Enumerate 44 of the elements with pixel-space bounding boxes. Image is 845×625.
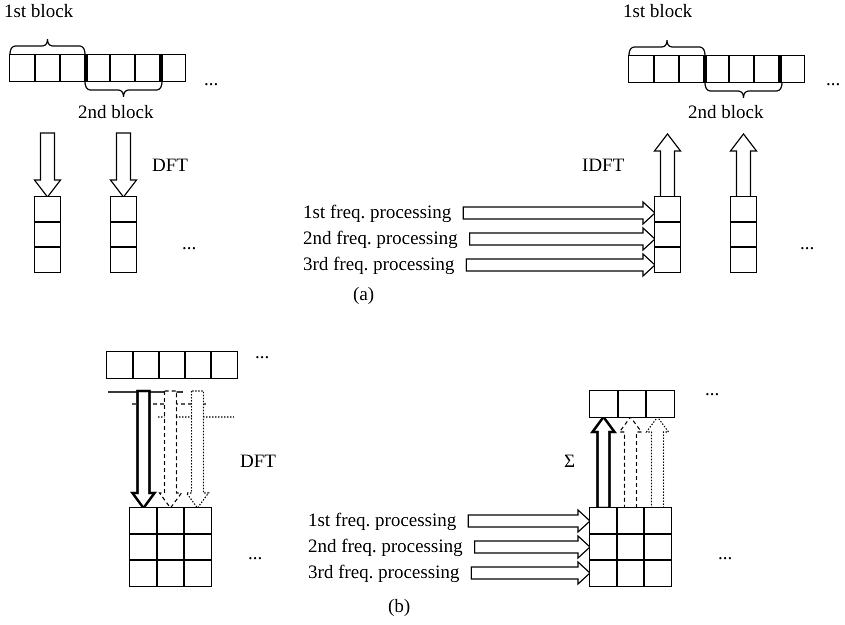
block-label: 2nd block [688,103,764,123]
block-label: 1st block [4,2,74,22]
block-arrow [645,416,670,509]
block-arrow [653,132,682,198]
block-arrow [474,534,591,560]
process-text: 1st freq. processing [308,511,456,531]
spectrum-matrix [130,508,211,586]
process-text: 2nd freq. processing [308,537,463,557]
spectrum-column [35,197,60,272]
process-text: 2nd freq. processing [303,229,458,249]
block-label: 2nd block [78,103,154,123]
sample-array [107,352,237,378]
block-arrow [33,132,62,198]
block-arrow [466,252,656,278]
process-text: 1st freq. processing [303,203,452,223]
ellipsis: ... [248,544,262,564]
spectrum-column [655,197,680,272]
sample-array [590,391,674,417]
ellipsis: ... [204,70,218,90]
ellipsis: ... [182,234,196,254]
block-arrow [185,390,210,510]
spectrum-matrix [590,508,671,586]
block-label: 1st block [623,2,692,22]
block-arrow [729,132,758,198]
block-arrow [618,416,643,509]
block-arrow [468,508,591,534]
panel-label: (b) [388,597,410,617]
sample-array [10,55,185,81]
spectrum-column [111,197,136,272]
sample-array [629,56,804,82]
ellipsis: ... [255,343,270,363]
process-text: 3rd freq. processing [303,255,454,275]
block-arrow [468,226,656,252]
ellipsis: ... [826,70,840,90]
ellipsis: ... [718,544,732,564]
block-arrow [109,132,138,198]
ellipsis: ... [705,380,720,400]
panel-label: (a) [353,285,374,305]
block-arrow [470,560,591,586]
block-arrow [462,200,656,226]
spectrum-column [731,197,756,272]
block-arrow [158,390,183,510]
process-text: 3rd freq. processing [308,563,460,583]
ellipsis: ... [800,234,814,254]
